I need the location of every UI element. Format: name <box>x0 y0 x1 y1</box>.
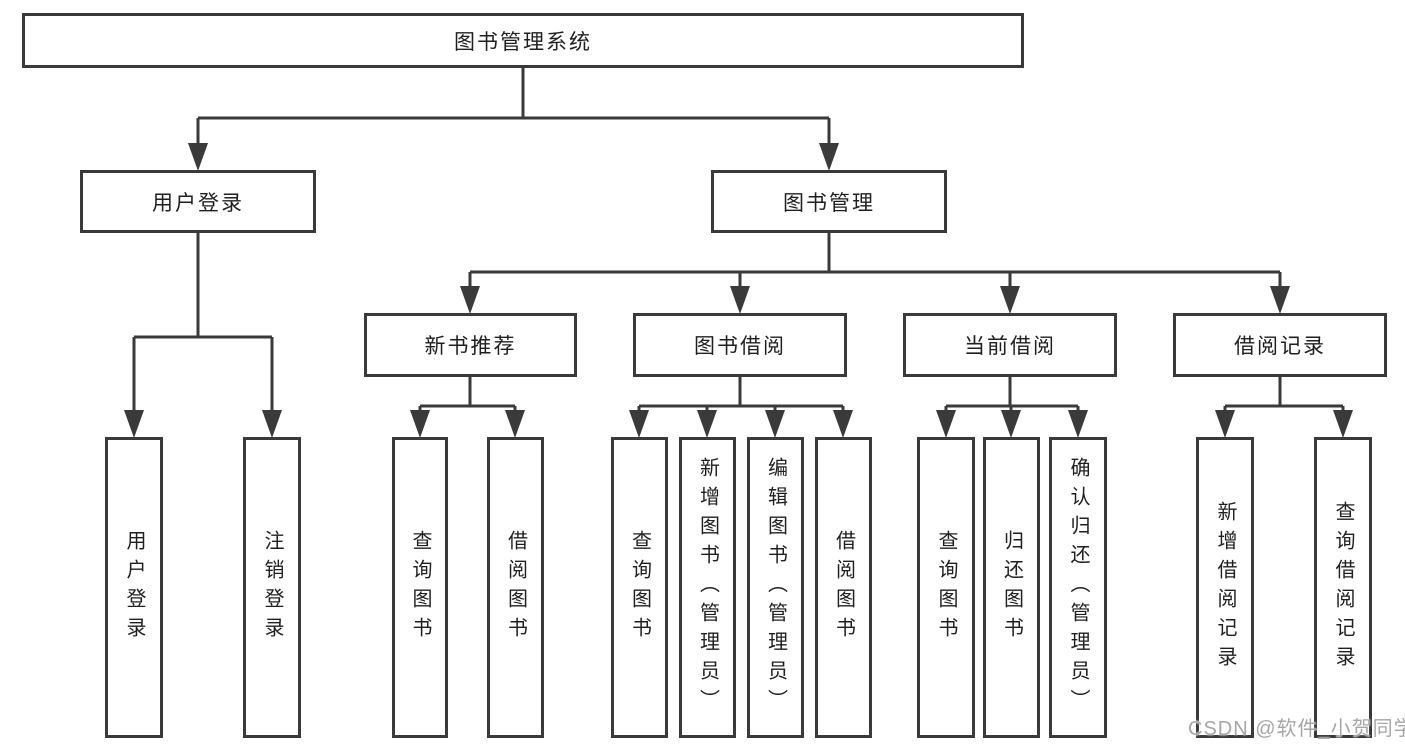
node-book-management: 图书管理 <box>711 170 947 233</box>
node-borrowing-records: 借阅记录 <box>1173 313 1387 377</box>
node-leaf-edit-book-admin: 编辑图书（管理员） <box>747 437 804 738</box>
node-leaf-add-book-admin: 新增图书（管理员） <box>679 437 736 738</box>
node-leaf-query-books-borrowing: 查询图书 <box>611 437 668 738</box>
node-leaf-add-borrow-record: 新增借阅记录 <box>1196 437 1254 738</box>
csdn-watermark: CSDN @软件_小贺同学 <box>1188 718 1405 740</box>
node-leaf-query-borrow-record: 查询借阅记录 <box>1314 437 1372 738</box>
node-leaf-logout: 注销登录 <box>243 437 301 738</box>
node-new-book-recommendation: 新书推荐 <box>364 313 577 377</box>
node-leaf-borrow-books-recommend: 借阅图书 <box>487 437 544 738</box>
node-leaf-query-books-recommend: 查询图书 <box>392 437 448 738</box>
node-library-system-root: 图书管理系统 <box>22 13 1024 68</box>
node-book-borrowing: 图书借阅 <box>633 313 847 377</box>
node-leaf-query-books-current: 查询图书 <box>917 437 975 738</box>
node-leaf-confirm-return-admin: 确认归还（管理员） <box>1049 437 1107 738</box>
node-leaf-borrow-books-borrowing: 借阅图书 <box>815 437 872 738</box>
node-leaf-return-books: 归还图书 <box>983 437 1040 738</box>
node-user-login: 用户登录 <box>80 170 316 233</box>
node-current-borrowing: 当前借阅 <box>903 313 1117 377</box>
node-leaf-user-login: 用户登录 <box>105 437 163 738</box>
